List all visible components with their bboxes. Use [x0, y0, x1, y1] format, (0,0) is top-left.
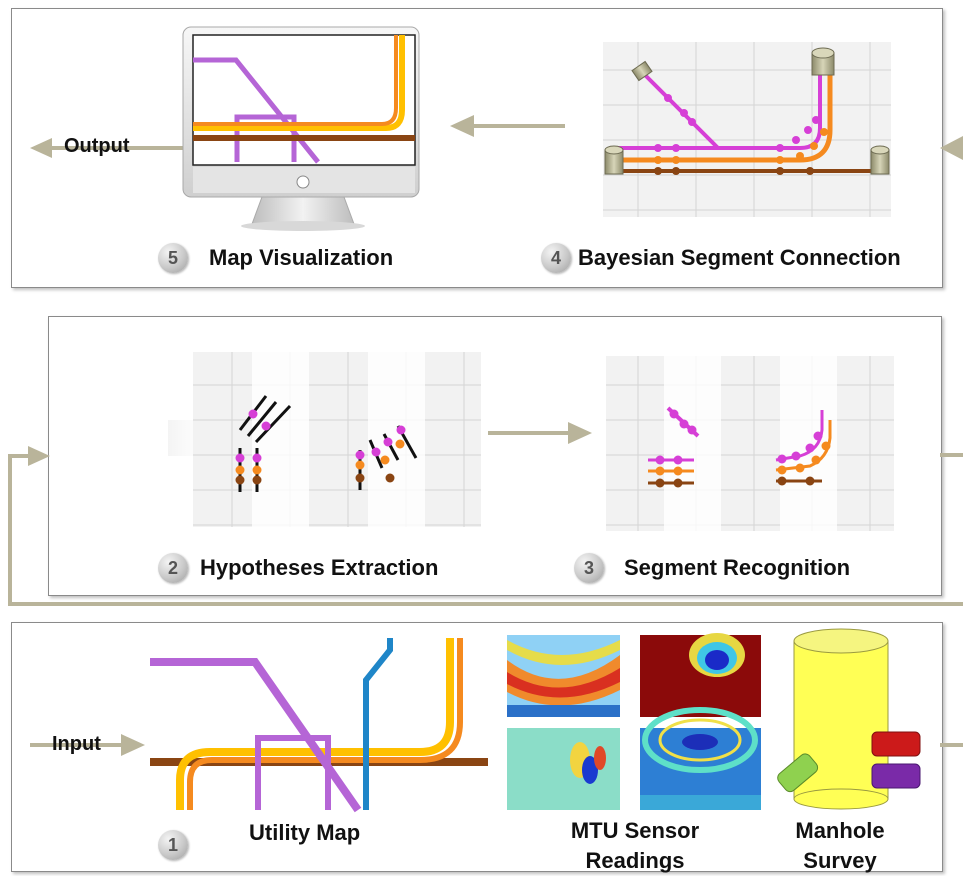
manhole-survey-graphic: [777, 628, 921, 810]
utility-map-graphic: [150, 638, 488, 813]
sensor-heatmap-1: [507, 635, 620, 717]
sensor-heatmap-2: [640, 633, 761, 717]
step-number-badge: 3: [574, 553, 604, 583]
step-label-utility-map: Utility Map: [249, 820, 361, 845]
output-label: Output: [64, 135, 130, 157]
segment-recognition-graphic: [606, 356, 894, 531]
hypotheses-graphic: [168, 352, 481, 527]
mtu-sensor-caption: MTU Sensor Readings: [570, 818, 700, 873]
manhole-node-icon: [870, 145, 890, 175]
step-label-map-visualization: Map Visualization: [209, 245, 394, 270]
step-number-badge: 1: [158, 830, 188, 860]
manhole-survey-caption: Manhole Survey: [795, 818, 885, 873]
sensor-heatmap-4: [640, 707, 761, 810]
segment-connection-graphic: [603, 42, 891, 217]
step-number-badge: 5: [158, 243, 188, 273]
monitor-icon: [182, 26, 420, 231]
manhole-node-icon: [604, 145, 624, 175]
sensor-heatmap-3: [507, 728, 620, 810]
step-label-segment-recognition: Segment Recognition: [624, 555, 851, 580]
step-number-badge: 4: [541, 243, 571, 273]
step-label-hypotheses-extraction: Hypotheses Extraction: [200, 555, 439, 580]
flow-arrows: [8, 115, 963, 756]
input-label: Input: [52, 733, 101, 755]
step-number-badge: 2: [158, 553, 188, 583]
step-label-bayesian-segment-connection: Bayesian Segment Connection: [578, 245, 901, 270]
manhole-node-icon: [811, 47, 835, 76]
manhole-node-icon: [631, 60, 653, 82]
